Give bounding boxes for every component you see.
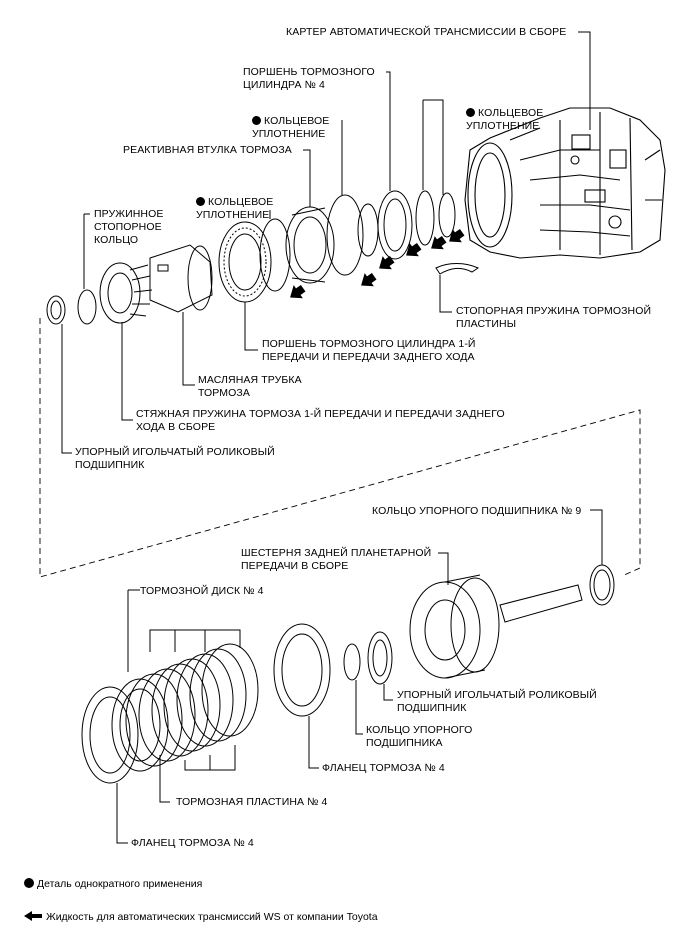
dashed-group-outline [39,318,641,578]
label-snap-ring: ПРУЖИННОЕ СТОПОРНОЕ КОЛЬЦО [94,208,164,246]
brake-flange-no4-left [81,686,139,784]
o-ring-right-2 [438,192,456,238]
o-ring-left [259,218,291,292]
label-needle-bearing-top: УПОРНЫЙ ИГОЛЬЧАТЫЙ РОЛИКОВЫЙ ПОДШИПНИК [75,446,275,471]
label-o-ring-b: КОЛЬЦЕВОЕ УПЛОТНЕНИЕ [466,107,544,132]
o-ring-mid-2 [326,194,364,276]
piston-1st-reverse [218,221,272,303]
legend-fluid: Жидкость для автоматических трансмиссий … [24,911,378,924]
thrust-needle-bearing-top [46,295,66,325]
bearing-race [343,643,361,681]
label-piston-no4: ПОРШЕНЬ ТОРМОЗНОГО ЦИЛИНДРА № 4 [243,66,375,91]
legend-non-reusable: Деталь однократного применения [24,878,202,891]
label-race-no9: КОЛЬЦО УПОРНОГО ПОДШИПНИКА № 9 [372,505,582,517]
rear-planetary-gear-assembly [409,574,583,679]
plate-snap-ring [435,263,480,275]
label-plate-no4: ТОРМОЗНАЯ ПЛАСТИНА № 4 [176,796,328,808]
non-reusable-dot-icon [252,116,261,125]
label-needle-bearing-bottom: УПОРНЫЙ ИГОЛЬЧАТЫЙ РОЛИКОВЫЙ ПОДШИПНИК [397,689,597,714]
label-bearing-race: КОЛЬЦО УПОРНОГО ПОДШИПНИКА [366,724,473,749]
brake-flange-no4-right [273,623,331,717]
label-plate-snap-ring: СТОПОРНАЯ ПРУЖИНА ТОРМОЗНОЙ ПЛАСТИНЫ [456,305,652,330]
o-ring-mid-1 [357,203,379,257]
non-reusable-dot-icon [466,108,475,117]
label-planetary: ШЕСТЕРНЯ ЗАДНЕЙ ПЛАНЕТАРНОЙ ПЕРЕДАЧИ В С… [241,547,432,572]
bearing-race-no9 [589,564,615,606]
piston-no4 [377,190,413,260]
label-oil-tube: МАСЛЯНАЯ ТРУБКА ТОРМОЗА [198,374,302,399]
fluid-arrow-icon [24,911,42,921]
o-ring-right-1 [415,190,435,246]
label-reaction-sleeve: РЕАКТИВНАЯ ВТУЛКА ТОРМОЗА [123,144,292,156]
reaction-sleeve [285,206,335,284]
thrust-needle-bearing-bottom [367,631,393,685]
non-reusable-dot-icon [196,197,205,206]
return-spring-assembly [99,262,153,324]
non-reusable-dot-icon [24,878,34,888]
label-case: КАРТЕР АВТОМАТИЧЕСКОЙ ТРАНСМИССИИ В СБОР… [286,26,567,38]
label-o-ring-a: КОЛЬЦЕВОЕ УПЛОТНЕНИЕ [252,115,330,140]
snap-ring [77,289,97,325]
transmission-case [464,107,666,259]
label-return-spring: СТЯЖНАЯ ПРУЖИНА ТОРМОЗА 1-Й ПЕРЕДАЧИ И П… [136,408,505,433]
label-disc-no4: ТОРМОЗНОЙ ДИСК № 4 [140,585,264,597]
label-o-ring-c: КОЛЬЦЕВОЕ УПЛОТНЕНИЕ [196,196,274,221]
brake-oil-tube [149,244,213,313]
brake-disc-plate-stack [111,643,259,772]
label-piston-1st-reverse: ПОРШЕНЬ ТОРМОЗНОГО ЦИЛИНДРА 1-Й ПЕРЕДАЧИ… [262,338,476,363]
label-flange-no4-left: ФЛАНЕЦ ТОРМОЗА № 4 [131,837,254,849]
label-flange-no4-right: ФЛАНЕЦ ТОРМОЗА № 4 [322,762,445,774]
fluid-application-arrows [290,228,465,299]
